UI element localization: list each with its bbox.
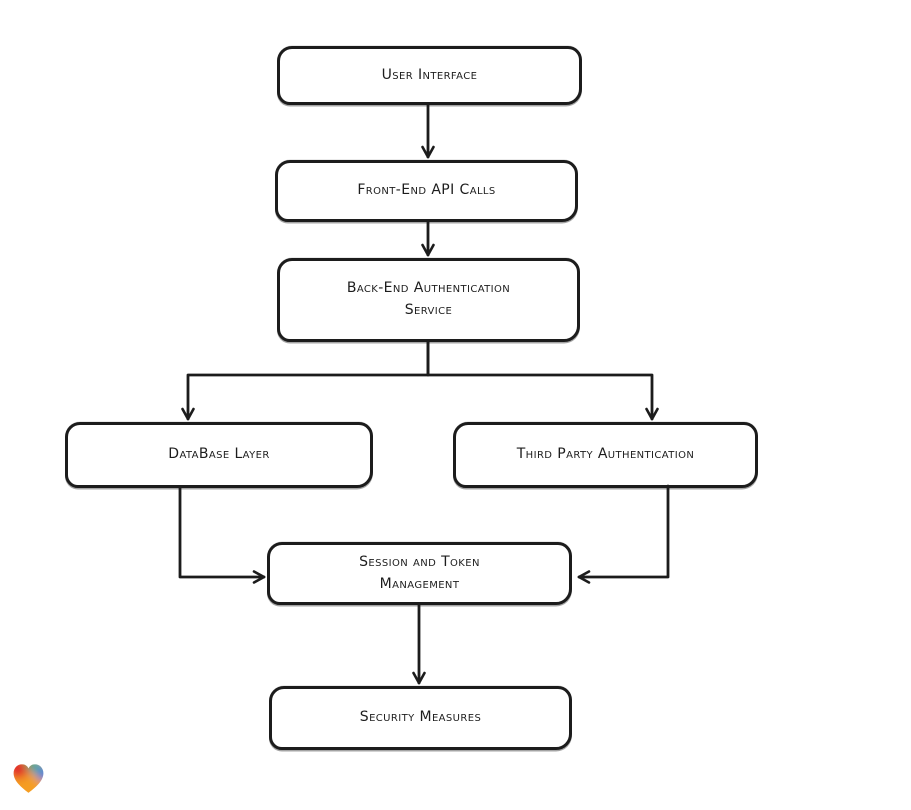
- lovable-badge[interactable]: [10, 761, 47, 798]
- node-label: DataBase Layer: [168, 446, 270, 463]
- flowchart-node-front-end-api-calls: Front-End API Calls: [275, 160, 578, 222]
- flowchart-node-database-layer: DataBase Layer: [65, 422, 373, 488]
- node-label: Security Measures: [359, 709, 482, 726]
- flowchart-node-third-party-authentication: Third Party Authentication: [453, 422, 758, 488]
- node-label: Back-End Authentication Service: [346, 280, 511, 318]
- flowchart-node-user-interface: User Interface: [277, 46, 582, 105]
- node-label: Front-End API Calls: [357, 182, 496, 199]
- flowchart-node-back-end-authentication-service: Back-End Authentication Service: [277, 258, 580, 342]
- flowchart-node-security-measures: Security Measures: [269, 686, 572, 750]
- node-label: Session and Token Management: [359, 553, 480, 592]
- node-label: Third Party Authentication: [516, 446, 695, 463]
- flowchart-node-session-and-token-management: Session and Token Management: [267, 542, 572, 605]
- node-label: User Interface: [381, 66, 478, 83]
- gradient-heart-logo-icon: [13, 764, 44, 793]
